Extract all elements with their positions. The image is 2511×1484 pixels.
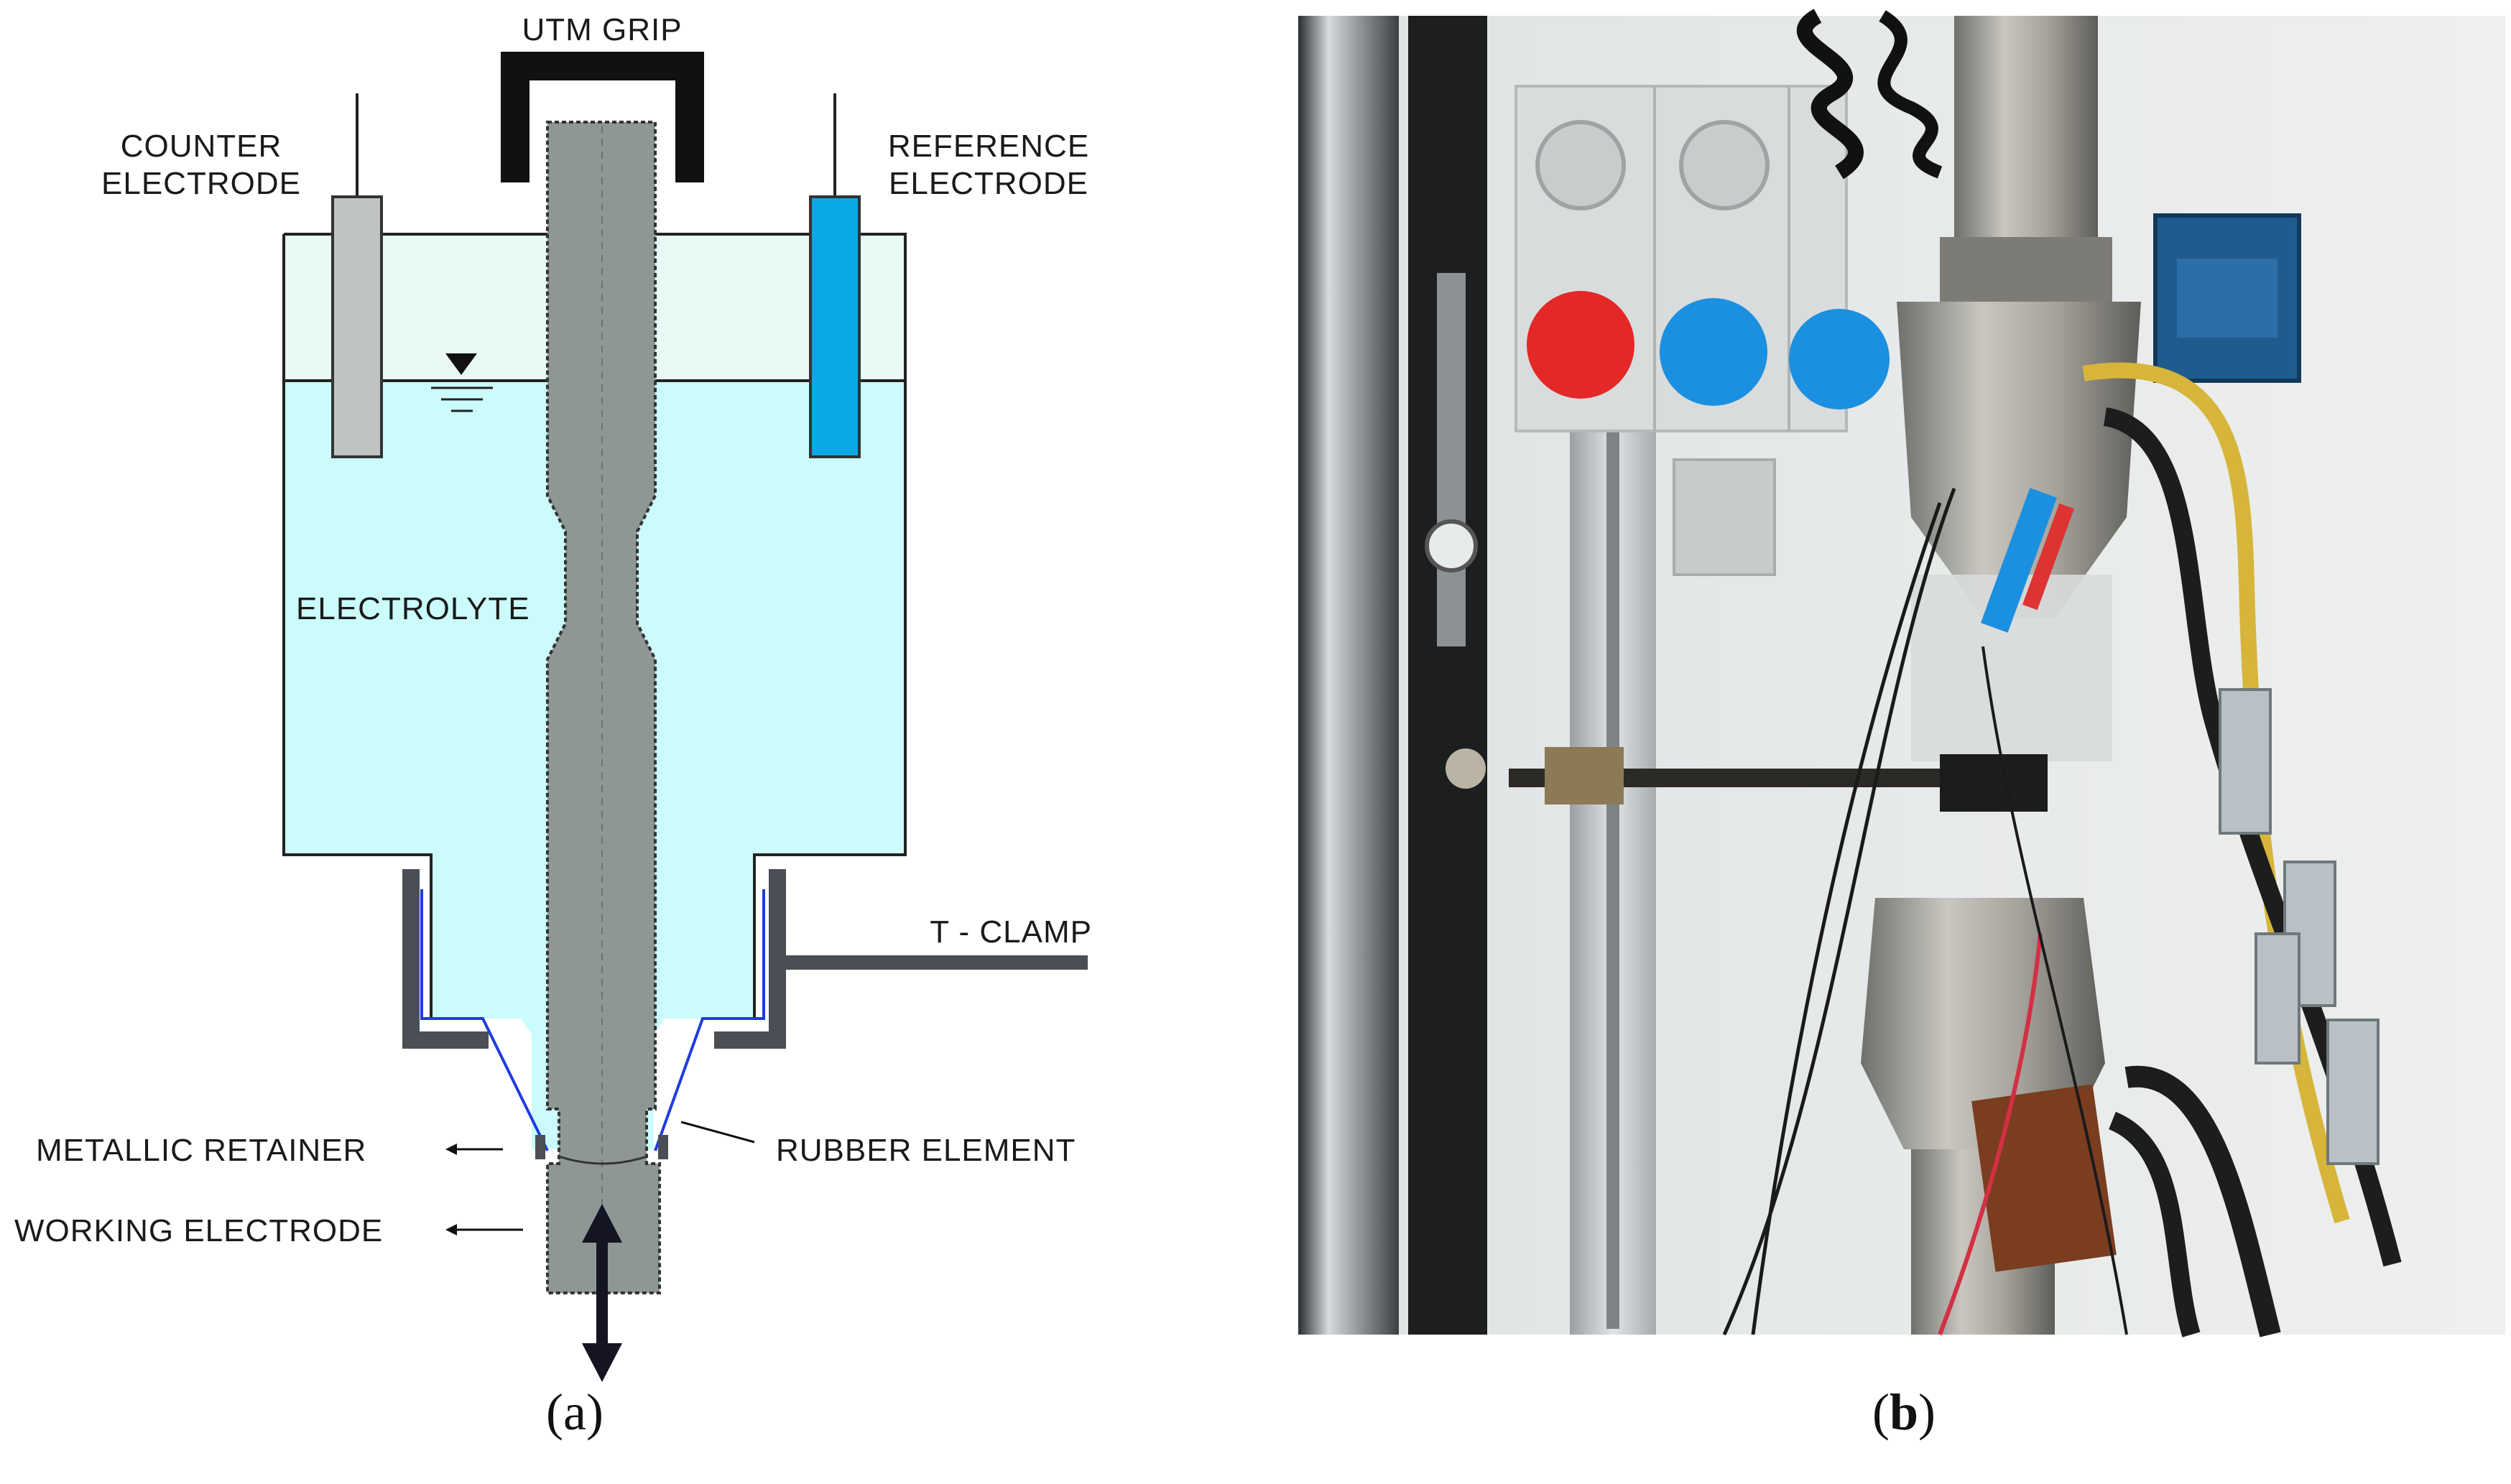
label-counter-electrode-line1: COUNTER <box>121 129 282 164</box>
label-reference-electrode-line2: ELECTRODE <box>889 166 1088 201</box>
label-metallic-retainer: METALLIC RETAINER <box>36 1133 366 1168</box>
photo-panel: (b) <box>1298 9 2505 1441</box>
utm-grip <box>501 52 704 182</box>
leader-lines <box>445 1121 755 1235</box>
label-utm-grip: UTM GRIP <box>522 12 682 47</box>
reference-electrode <box>809 195 861 458</box>
label-reference-electrode-line1: REFERENCE <box>888 129 1089 164</box>
counter-electrode <box>331 195 383 458</box>
rubber-element-left <box>420 889 549 1151</box>
t-clamp <box>402 869 1088 1049</box>
schematic-panel: UTM GRIP COUNTER ELECTRODE REFERENCE ELE… <box>14 12 1092 1441</box>
metallic-retainer-right <box>658 1135 668 1159</box>
rubber-element-right <box>654 889 765 1151</box>
metallic-retainer-left <box>535 1135 545 1159</box>
dogbone-specimen <box>546 121 661 1294</box>
caption-a: (a) <box>546 1383 604 1441</box>
label-counter-electrode-line2: ELECTRODE <box>101 166 301 201</box>
load-arrow <box>582 1204 622 1382</box>
cell-outline <box>282 233 907 1019</box>
label-t-clamp: T - CLAMP <box>930 914 1092 950</box>
label-rubber-element: RUBBER ELEMENT <box>776 1133 1076 1168</box>
caption-b: (b) <box>1872 1383 1936 1441</box>
label-working-electrode: WORKING ELECTRODE <box>14 1213 383 1248</box>
water-level-symbol <box>445 353 477 375</box>
label-electrolyte: ELECTROLYTE <box>296 591 530 626</box>
